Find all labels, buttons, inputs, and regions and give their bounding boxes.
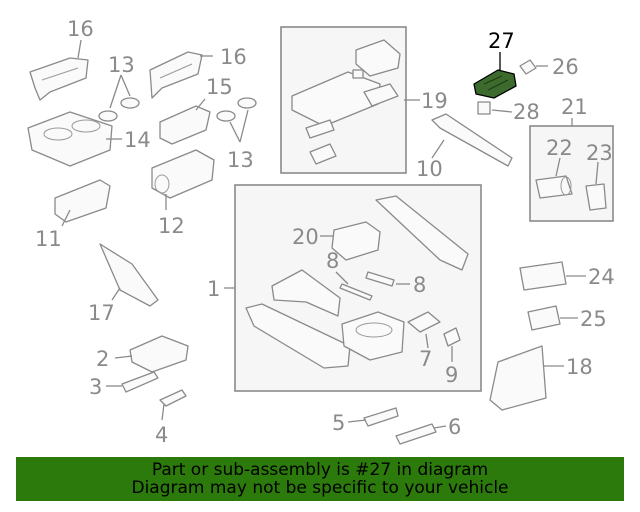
callout-16-left: 16 [67, 17, 94, 41]
part-3[interactable] [121, 371, 159, 393]
callout-27: 27 [488, 29, 515, 53]
callout-17: 17 [88, 301, 115, 325]
callout-13-bottom: 13 [227, 148, 254, 172]
leader-lines [61, 39, 599, 429]
part-1-cupholder[interactable] [341, 311, 405, 361]
callout-24: 24 [588, 265, 615, 289]
part-5[interactable] [363, 407, 399, 427]
callout-19: 19 [421, 89, 448, 113]
callout-12: 12 [158, 214, 185, 238]
part-13-rings-bottom[interactable] [216, 97, 257, 122]
part-8-strip-left[interactable] [339, 283, 373, 301]
part-19-assembly[interactable] [291, 39, 401, 165]
part-12[interactable] [151, 149, 215, 199]
part-1-bracket[interactable] [271, 269, 341, 317]
part-8-strip-right[interactable] [365, 271, 395, 287]
callout-28: 28 [513, 100, 540, 124]
part-15[interactable] [159, 105, 211, 145]
part-28[interactable] [477, 101, 491, 115]
callout-9: 9 [445, 363, 458, 387]
callout-18: 18 [566, 355, 593, 379]
part-25[interactable] [527, 305, 561, 331]
callout-23: 23 [586, 141, 613, 165]
info-banner: Part or sub-assembly is #27 in diagram D… [16, 457, 624, 501]
callout-20: 20 [292, 225, 319, 249]
part-18[interactable] [489, 345, 547, 411]
callout-21: 21 [561, 95, 588, 119]
part-14[interactable] [27, 111, 113, 167]
callout-26: 26 [552, 55, 579, 79]
part-2[interactable] [129, 335, 189, 373]
part-16-left[interactable] [29, 57, 89, 101]
part-22[interactable] [535, 175, 573, 199]
part-4[interactable] [159, 389, 187, 407]
callout-11: 11 [35, 227, 62, 251]
part-7[interactable] [407, 311, 441, 333]
callout-6: 6 [448, 415, 461, 439]
part-13-rings-top[interactable] [98, 97, 140, 122]
part-16-right[interactable] [149, 51, 203, 99]
part-1-console-side[interactable] [245, 303, 351, 369]
banner-line-1: Part or sub-assembly is #27 in diagram [151, 460, 489, 480]
callout-16-right: 16 [220, 45, 247, 69]
callout-10: 10 [416, 157, 443, 181]
callout-1: 1 [207, 277, 220, 301]
callout-labels: 16 16 13 14 15 13 12 11 17 2 3 4 19 10 2… [35, 17, 615, 447]
part-9[interactable] [443, 327, 461, 347]
part-17[interactable] [99, 243, 159, 307]
callout-8-left: 8 [326, 249, 339, 273]
callout-3: 3 [89, 375, 102, 399]
part-10[interactable] [431, 113, 513, 167]
part-1-console-top[interactable] [375, 195, 469, 271]
part-26[interactable] [519, 59, 537, 75]
callout-14: 14 [124, 128, 151, 152]
callout-2: 2 [96, 347, 109, 371]
callout-15: 15 [206, 75, 233, 99]
part-20[interactable] [331, 221, 381, 261]
part-6[interactable] [395, 423, 437, 445]
banner-line-2: Diagram may not be specific to your vehi… [131, 478, 509, 498]
part-11[interactable] [54, 179, 111, 223]
callout-13-top: 13 [108, 53, 135, 77]
callout-25: 25 [580, 307, 607, 331]
part-27[interactable] [473, 69, 517, 99]
callout-5: 5 [332, 411, 345, 435]
callout-7: 7 [419, 347, 432, 371]
callout-8-right: 8 [413, 273, 426, 297]
callout-4: 4 [155, 423, 168, 447]
part-24[interactable] [519, 261, 567, 291]
part-23[interactable] [585, 183, 607, 211]
callout-22: 22 [546, 136, 573, 160]
